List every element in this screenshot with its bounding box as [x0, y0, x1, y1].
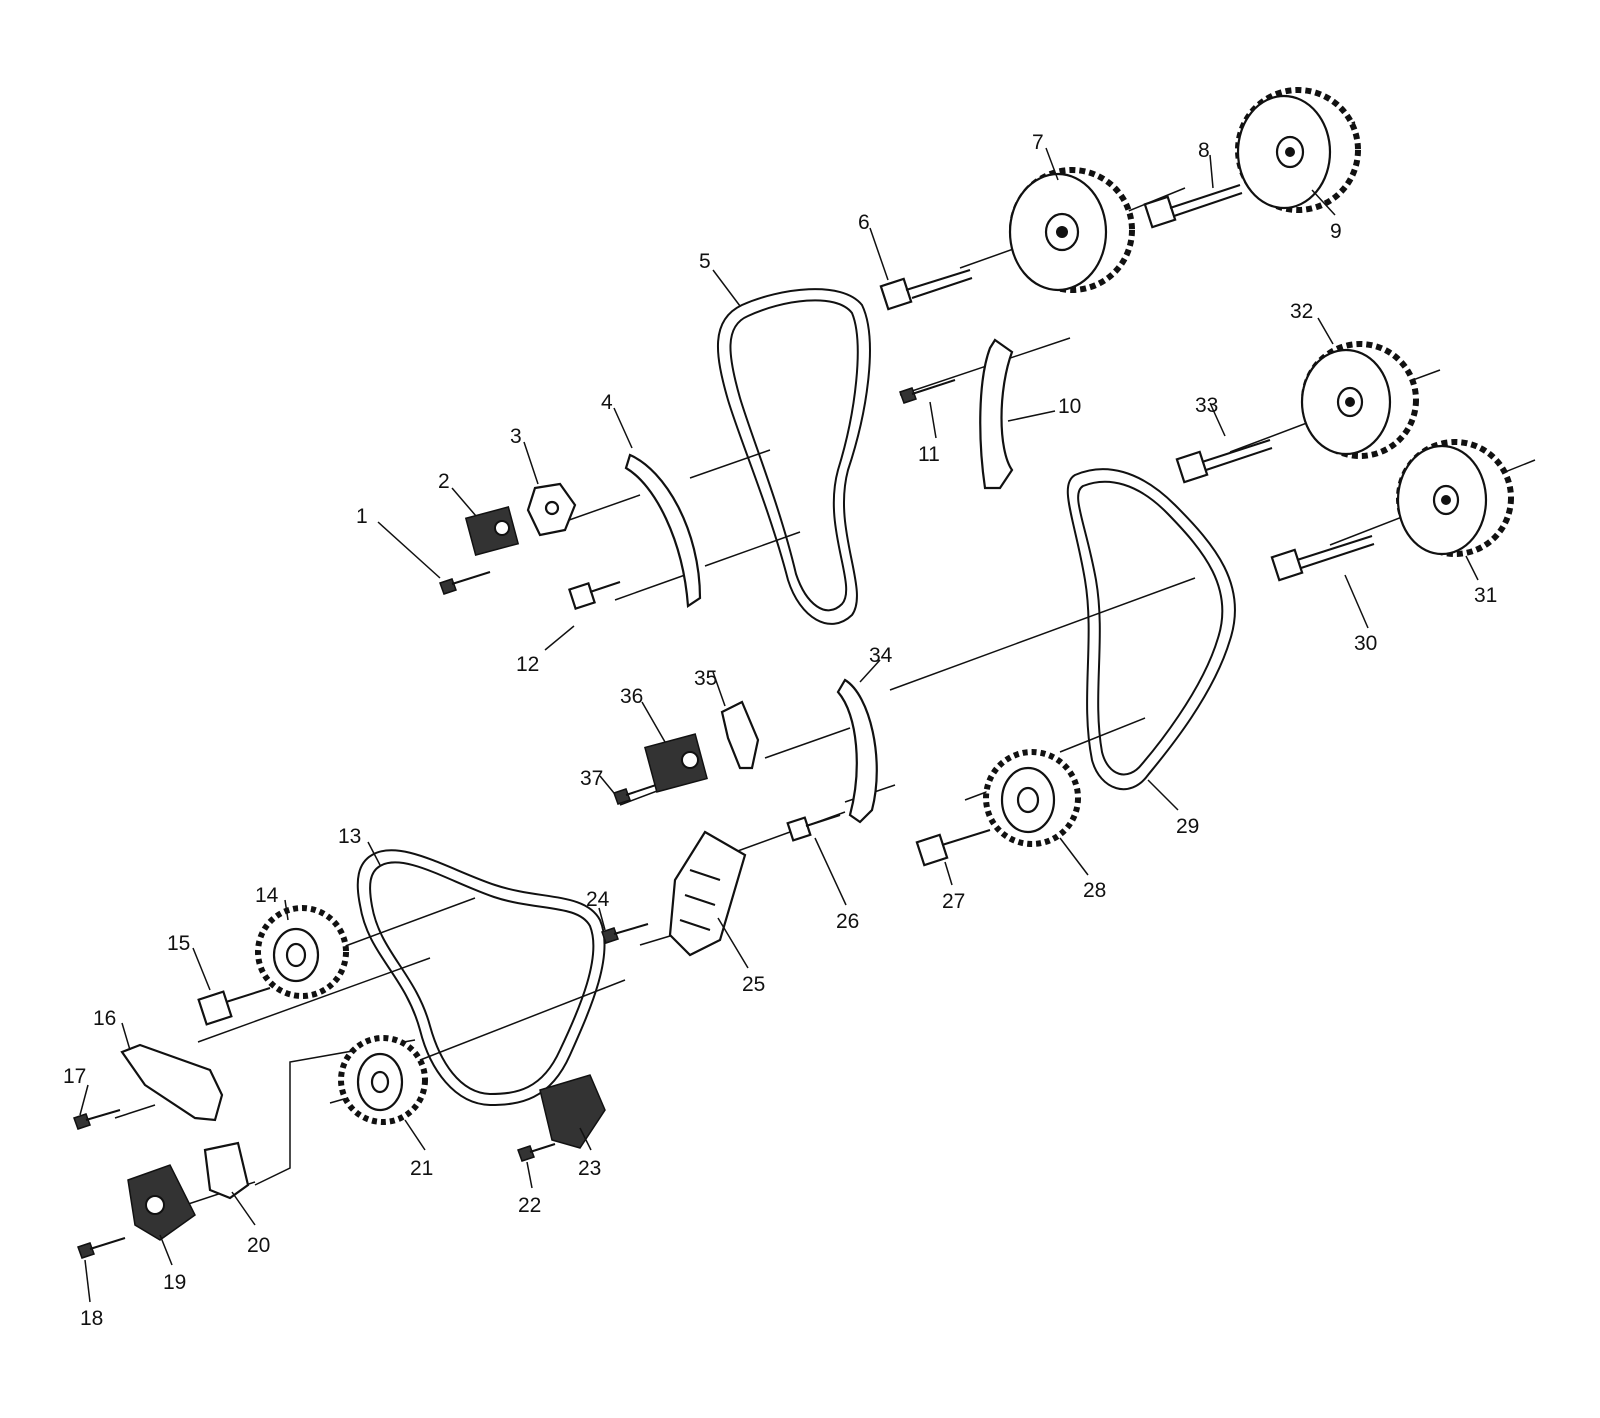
sprocket-9 — [1235, 87, 1361, 213]
chain-29 — [1066, 468, 1236, 791]
gasket-20 — [203, 1141, 250, 1200]
bolt-12 — [568, 581, 621, 610]
part-label-13: 13 — [338, 825, 361, 848]
sprocket-28 — [983, 749, 1081, 847]
part-label-30: 30 — [1354, 632, 1377, 655]
bolt-8 — [1143, 184, 1243, 229]
bolt-1 — [439, 571, 491, 595]
bolt-27 — [915, 829, 991, 867]
bolt-30 — [1270, 535, 1375, 582]
part-label-14: 14 — [255, 884, 279, 907]
part-label-22: 22 — [518, 1194, 541, 1217]
part-label-16: 16 — [93, 1007, 116, 1030]
gasket-35 — [720, 700, 760, 770]
part-label-25: 25 — [742, 973, 765, 996]
part-label-8: 8 — [1198, 139, 1210, 162]
guide-34 — [836, 678, 878, 824]
part-label-29: 29 — [1176, 815, 1199, 838]
chain-5 — [716, 288, 871, 625]
bolt-22 — [517, 1143, 556, 1162]
part-label-18: 18 — [80, 1307, 103, 1330]
part-label-11: 11 — [918, 443, 940, 466]
part-label-10: 10 — [1058, 395, 1081, 418]
bolt-17 — [73, 1109, 121, 1130]
part-label-37: 37 — [580, 767, 603, 790]
part-labels: 1 2 3 4 5 6 7 8 9 10 11 12 13 14 15 16 1… — [63, 131, 1497, 1330]
part-label-6: 6 — [858, 211, 870, 234]
part-label-24: 24 — [586, 888, 610, 911]
part-label-21: 21 — [410, 1157, 433, 1180]
part-label-9: 9 — [1330, 220, 1342, 243]
sprocket-14 — [255, 905, 349, 999]
sprocket-32 — [1300, 341, 1419, 459]
bolt-26 — [786, 814, 841, 842]
chain-13 — [356, 849, 606, 1107]
sprocket-7 — [1008, 167, 1135, 293]
bolt-6 — [879, 269, 973, 311]
part-label-36: 36 — [620, 685, 643, 708]
part-label-34: 34 — [869, 644, 893, 667]
guide-10 — [979, 338, 1014, 490]
bolt-24 — [601, 923, 649, 944]
part-label-31: 31 — [1474, 584, 1497, 607]
bolt-18 — [77, 1237, 126, 1259]
part-label-2: 2 — [438, 470, 450, 493]
part-label-4: 4 — [601, 391, 613, 414]
bolt-11 — [899, 379, 956, 404]
part-label-26: 26 — [836, 910, 859, 933]
part-label-15: 15 — [167, 932, 190, 955]
part-label-17: 17 — [63, 1065, 86, 1088]
bolt-33 — [1175, 439, 1273, 484]
part-label-19: 19 — [163, 1271, 186, 1294]
tensioner-23 — [539, 1074, 606, 1149]
alignment-lines — [114, 121, 1536, 1216]
part-label-12: 12 — [516, 653, 539, 676]
part-label-33: 33 — [1195, 394, 1218, 417]
sprocket-31 — [1396, 439, 1514, 557]
part-label-20: 20 — [247, 1234, 270, 1257]
part-label-35: 35 — [694, 667, 717, 690]
part-label-28: 28 — [1083, 879, 1106, 902]
part-label-5: 5 — [699, 250, 711, 273]
guide-16 — [120, 1043, 224, 1122]
sprocket-21 — [338, 1035, 428, 1125]
part-label-23: 23 — [578, 1157, 601, 1180]
tensioner-36 — [644, 733, 708, 793]
leader-lines — [79, 147, 1479, 1303]
part-label-27: 27 — [942, 890, 965, 913]
tensioner-19 — [127, 1164, 196, 1241]
part-label-7: 7 — [1032, 131, 1044, 154]
guide-25 — [668, 830, 747, 957]
part-label-1: 1 — [356, 505, 368, 528]
part-label-32: 32 — [1290, 300, 1313, 323]
part-label-3: 3 — [510, 425, 522, 448]
gasket-3 — [526, 482, 577, 537]
bolt-15 — [197, 987, 271, 1026]
guide-4 — [624, 453, 702, 608]
tensioner-2 — [464, 506, 520, 556]
